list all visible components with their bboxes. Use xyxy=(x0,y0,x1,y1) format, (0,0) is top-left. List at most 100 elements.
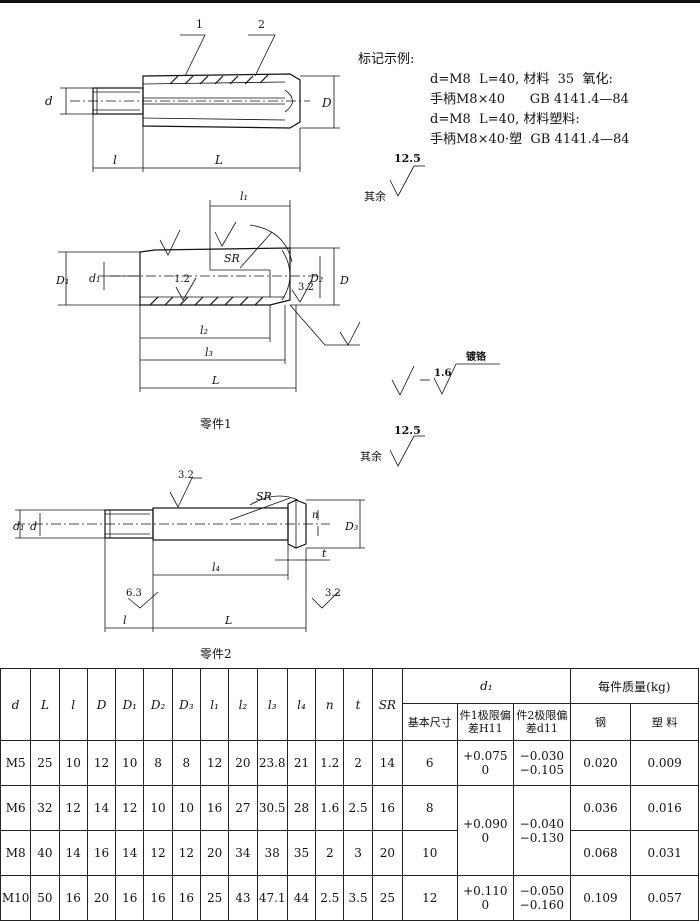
h11-upper: +0.090 xyxy=(463,816,508,831)
cell-plastic: 0.009 xyxy=(630,740,699,786)
cell-d11: −0.050−0.160 xyxy=(513,875,571,921)
cell-steel: 0.036 xyxy=(569,785,632,831)
technical-drawing: 1 2 d D l L 其余 12.5 l₁ SR D₁ d₁ 1.2 3.2 … xyxy=(13,18,500,660)
finish-note-symbols xyxy=(391,363,500,396)
rest2-prefix: 其余 xyxy=(360,449,382,463)
marking-example: 标记示例: d=M8 L=40, 材料 35 氧化: 手柄M8×40 GB 41… xyxy=(358,50,630,150)
part2-caption: 零件2 xyxy=(200,647,232,660)
hdr-d: d xyxy=(0,668,32,741)
cell-SR: 20 xyxy=(371,830,403,876)
cell-SR: 14 xyxy=(371,740,403,786)
part2-l4: l₄ xyxy=(212,561,220,574)
cell-plastic: 0.031 xyxy=(630,830,699,876)
cell-D2: 12 xyxy=(143,830,173,876)
cell-D1: 10 xyxy=(115,740,145,786)
d11-lower: −0.130 xyxy=(519,830,565,845)
cell-t: 3 xyxy=(343,830,373,876)
d11-upper: −0.030 xyxy=(519,749,565,763)
part1-D: D xyxy=(339,274,349,287)
cell-plastic: 0.057 xyxy=(630,875,699,921)
dim-L-label: L xyxy=(214,153,223,167)
cell-D: 14 xyxy=(86,785,117,831)
hdr-D3: D₃ xyxy=(171,668,201,741)
top-rule xyxy=(0,0,700,3)
h11-upper: +0.110 xyxy=(463,884,508,898)
cell-n: 2.5 xyxy=(315,875,345,921)
cell-basic: 10 xyxy=(401,830,458,876)
part1-L: L xyxy=(211,374,219,387)
hdr-t: t xyxy=(343,668,373,741)
table-row: M5 25 10 12 10 8 8 12 20 23.8 21 1.2 2 1… xyxy=(0,740,699,786)
cell-l: 16 xyxy=(58,875,88,921)
dim-d-label: d xyxy=(45,94,53,108)
hdr-l2: l₂ xyxy=(228,668,258,741)
dim-l-label: l xyxy=(113,153,117,167)
cell-plastic: 0.016 xyxy=(630,785,699,831)
cell-l1: 12 xyxy=(199,740,230,786)
cell-steel: 0.020 xyxy=(569,740,632,786)
finish-value: 1.6 xyxy=(434,368,451,379)
h11-lower: 0 xyxy=(481,898,490,912)
cell-basic: 12 xyxy=(401,875,458,921)
part1-l3: l₃ xyxy=(205,346,213,359)
cell-D1: 14 xyxy=(115,830,145,876)
marking-line-2: 手柄M8×40 GB 4141.4—84 xyxy=(430,92,629,107)
cell-D3: 8 xyxy=(171,740,201,786)
hdr-d1-group: d₁ xyxy=(401,668,571,704)
hdr-D1: D₁ xyxy=(115,668,145,741)
cell-n: 1.2 xyxy=(315,740,345,786)
cell-D2: 10 xyxy=(143,785,173,831)
hdr-l1: l₁ xyxy=(199,668,230,741)
cell-n: 2 xyxy=(315,830,345,876)
cell-l: 10 xyxy=(58,740,88,786)
cell-D3: 16 xyxy=(171,875,201,921)
part1-caption: 零件1 xyxy=(200,417,232,431)
marking-line-4: 手柄M8×40·塑 GB 4141.4—84 xyxy=(430,132,630,147)
assembly-view xyxy=(60,34,340,172)
cell-steel: 0.068 xyxy=(569,830,632,876)
hdr-part1-dev: 件1极限偏差H11 xyxy=(456,703,515,741)
dim-D-label: D xyxy=(321,96,332,110)
hdr-l3: l₃ xyxy=(256,668,288,741)
part1-l2: l₂ xyxy=(200,324,208,337)
cell-l4: 44 xyxy=(286,875,317,921)
part1-D2: D₂ xyxy=(309,272,323,285)
h11-lower: 0 xyxy=(481,830,490,845)
part1-d1: d₁ xyxy=(89,272,100,285)
h11-lower: 0 xyxy=(481,763,490,777)
cell-L: 32 xyxy=(30,785,60,831)
cell-D3: 10 xyxy=(171,785,201,831)
cell-D1: 16 xyxy=(115,875,145,921)
cell-l1: 25 xyxy=(199,875,230,921)
marking-heading: 标记示例: xyxy=(358,52,415,67)
d11-lower: −0.160 xyxy=(519,898,565,912)
hdr-L: L xyxy=(30,668,60,741)
hdr-part2-dev: 件2极限偏差d11 xyxy=(513,703,571,741)
callout-2-label: 2 xyxy=(258,18,265,31)
part2-rough-left: 6.3 xyxy=(126,588,142,599)
cell-D: 16 xyxy=(86,830,117,876)
cell-l2: 20 xyxy=(228,740,258,786)
hdr-D2: D₂ xyxy=(143,668,173,741)
cell-t: 2.5 xyxy=(343,785,373,831)
hdr-n: n xyxy=(315,668,345,741)
cell-n: 1.6 xyxy=(315,785,345,831)
cell-d: M6 xyxy=(0,785,32,831)
table-row: M6 32 12 14 12 10 10 16 27 30.5 28 1.6 2… xyxy=(0,785,699,876)
cell-l: 14 xyxy=(58,830,88,876)
part1-sr: SR xyxy=(224,252,240,265)
table-row: M8 40 14 16 14 12 12 20 34 38 35 2 3 20 … xyxy=(0,830,699,876)
h11-upper: +0.075 xyxy=(463,749,508,763)
callout-1-label: 1 xyxy=(196,18,203,31)
cell-l4: 35 xyxy=(286,830,317,876)
hdr-basic: 基本尺寸 xyxy=(401,703,458,741)
cell-D2: 8 xyxy=(143,740,173,786)
cell-t: 2 xyxy=(343,740,373,786)
cell-L: 25 xyxy=(30,740,60,786)
table-row: M10 50 16 20 16 16 16 25 43 47.1 44 2.5 … xyxy=(0,875,699,921)
cell-D1: 12 xyxy=(115,785,145,831)
part1-D1: D₁ xyxy=(55,274,69,287)
part2-n: n xyxy=(312,510,318,521)
cell-D2: 16 xyxy=(143,875,173,921)
cell-l3: 30.5 xyxy=(256,785,288,831)
